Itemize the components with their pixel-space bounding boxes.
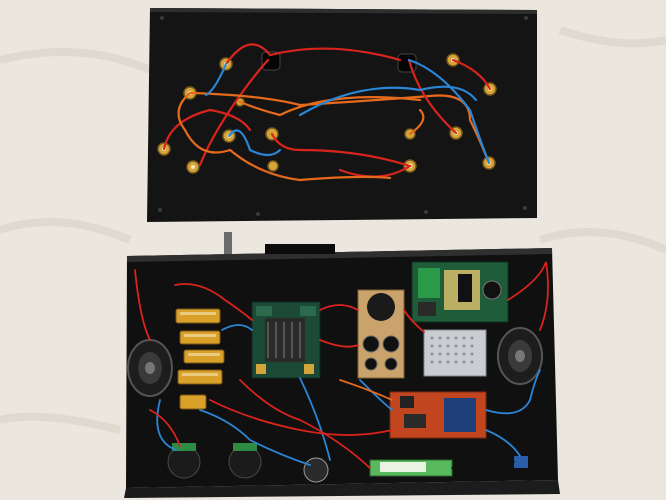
black-sockets	[261, 51, 417, 73]
power-supply-board	[411, 261, 509, 323]
trim-pot	[514, 456, 528, 468]
amplifier-board	[251, 301, 321, 379]
amplifier-chassis	[124, 232, 560, 498]
cloth-fold	[0, 26, 666, 434]
filter-board	[357, 289, 405, 379]
left-speaker	[127, 339, 173, 397]
display-module	[369, 459, 453, 477]
control-board	[389, 391, 487, 439]
psu-module	[423, 329, 487, 377]
right-speaker	[497, 327, 543, 385]
top-panel	[147, 8, 537, 222]
front-knobs	[167, 443, 329, 483]
